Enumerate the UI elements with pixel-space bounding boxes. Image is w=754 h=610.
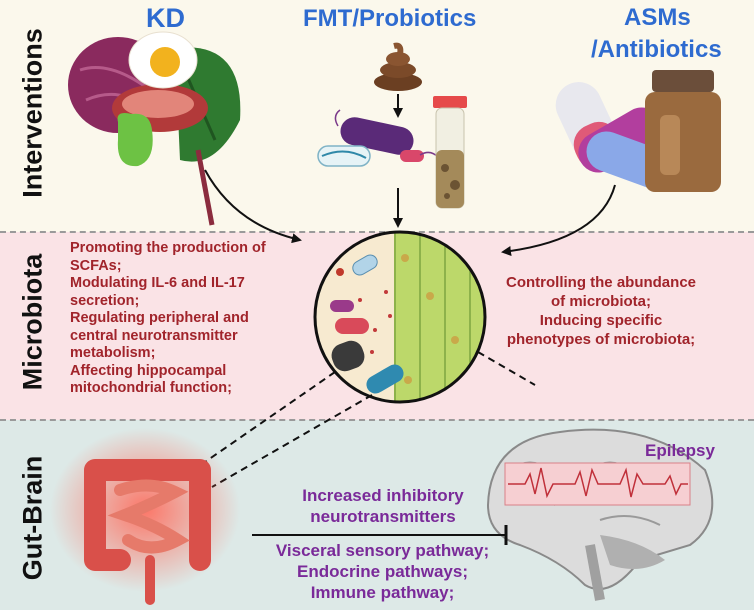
gut-microbiota-circle [313,230,487,404]
asm-title-line2: /Antibiotics [591,36,722,63]
kd-effect-line: Affecting hippocampal [70,362,227,379]
kd-effects-list: Promoting the production of SCFAs; Modul… [70,240,266,398]
kd-effect-line: metabolism; [70,345,156,361]
row-label-microbiota: Microbiota [17,253,48,391]
kd-effect-line: Regulating peripheral and [70,310,249,326]
intestine-icon [50,428,240,605]
kd-effect-line: mitochondrial function; [70,380,232,396]
kd-effect-line: secretion; [70,292,140,309]
kd-title: KD [146,3,185,33]
asm-title-line1: ASMs [624,4,691,31]
kd-effect-line: central neurotransmitter [70,327,238,344]
row-label-interventions: Interventions [17,28,48,198]
ketogenic-food-icon [68,31,241,226]
sample-tube-icon [433,96,467,209]
bacteria-icon [317,109,439,167]
pathway-line: Immune pathway; [310,583,455,602]
asm-effect-line: phenotypes of microbiota; [506,331,696,348]
asm-effects-list: Controlling the abundance of microbiota;… [506,273,696,349]
inhibitory-neurotransmitters-label: Increased inhibitory neurotransmitters [283,485,483,527]
band-divider-top [0,231,754,233]
inhibitory-line: Increased inhibitory [302,486,464,505]
asm-effect-line: of microbiota; [551,293,651,310]
pathway-line: Endocrine pathways; [297,562,468,581]
band-divider-bottom [0,419,754,421]
row-label-gut-brain: Gut-Brain [17,455,48,581]
asm-effect-line: Inducing specific [539,312,663,329]
stool-icon [374,42,422,91]
pill-bottle-icon [645,70,721,192]
pathways-list: Visceral sensory pathway; Endocrine path… [255,540,510,603]
kd-effect-line: Promoting the production of [70,240,266,256]
inhibitory-line: neurotransmitters [310,507,456,526]
fmt-title: FMT/Probiotics [303,5,477,32]
kd-effect-line: SCFAs; [70,257,122,274]
kd-effect-line: Modulating IL-6 and IL-17 [70,275,245,291]
brain-icon [486,428,714,601]
epilepsy-label: Epilepsy [645,441,715,460]
asm-effect-line: Controlling the abundance [506,274,696,291]
pathway-line: Visceral sensory pathway; [275,541,490,560]
